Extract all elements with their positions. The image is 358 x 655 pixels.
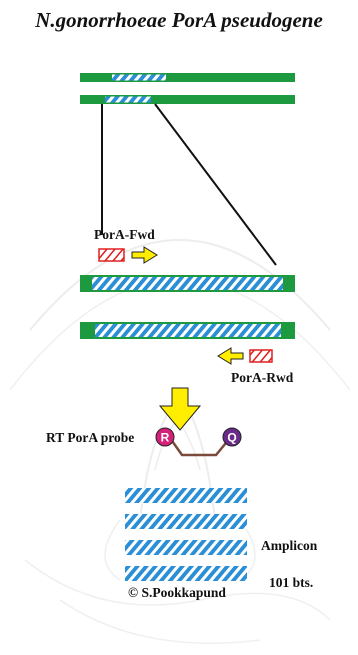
amplicon-bar-2 <box>125 514 247 529</box>
reverse-primer-label: PorA-Rwd <box>231 370 294 385</box>
reporter-dye-letter: R <box>161 431 170 445</box>
probe-label: RT PorA probe <box>46 430 135 445</box>
expanded-gene-bar-2 <box>80 322 295 339</box>
copyright-credit: © S.Pookkapund <box>128 585 226 600</box>
process-arrow-down <box>158 387 202 431</box>
forward-primer-arrow <box>131 246 158 264</box>
amplicon-bar-1 <box>125 488 247 503</box>
reverse-primer-arrow <box>217 347 244 365</box>
forward-primer-label: PorA-Fwd <box>94 227 155 242</box>
gene-bar-top-1 <box>80 73 295 82</box>
reverse-primer-box <box>249 349 273 363</box>
diagram-title: N.gonorrhoeae PorA pseudogene <box>35 8 323 32</box>
zoom-line-right <box>154 103 277 266</box>
quencher-dye-letter: Q <box>227 431 236 445</box>
amplicon-label: Amplicon <box>261 538 318 553</box>
forward-primer-box <box>98 248 125 262</box>
reporter-dye <box>155 427 175 447</box>
amplicon-bar-4 <box>125 566 247 581</box>
expanded-gene-bar-1 <box>80 275 295 292</box>
amplicon-size-label: 101 bts. <box>269 575 314 590</box>
probe-link <box>168 437 231 457</box>
amplicon-bar-3 <box>125 540 247 555</box>
probe: R Q <box>155 427 242 457</box>
gene-bar-top-2 <box>80 95 295 104</box>
quencher-dye <box>222 427 242 447</box>
